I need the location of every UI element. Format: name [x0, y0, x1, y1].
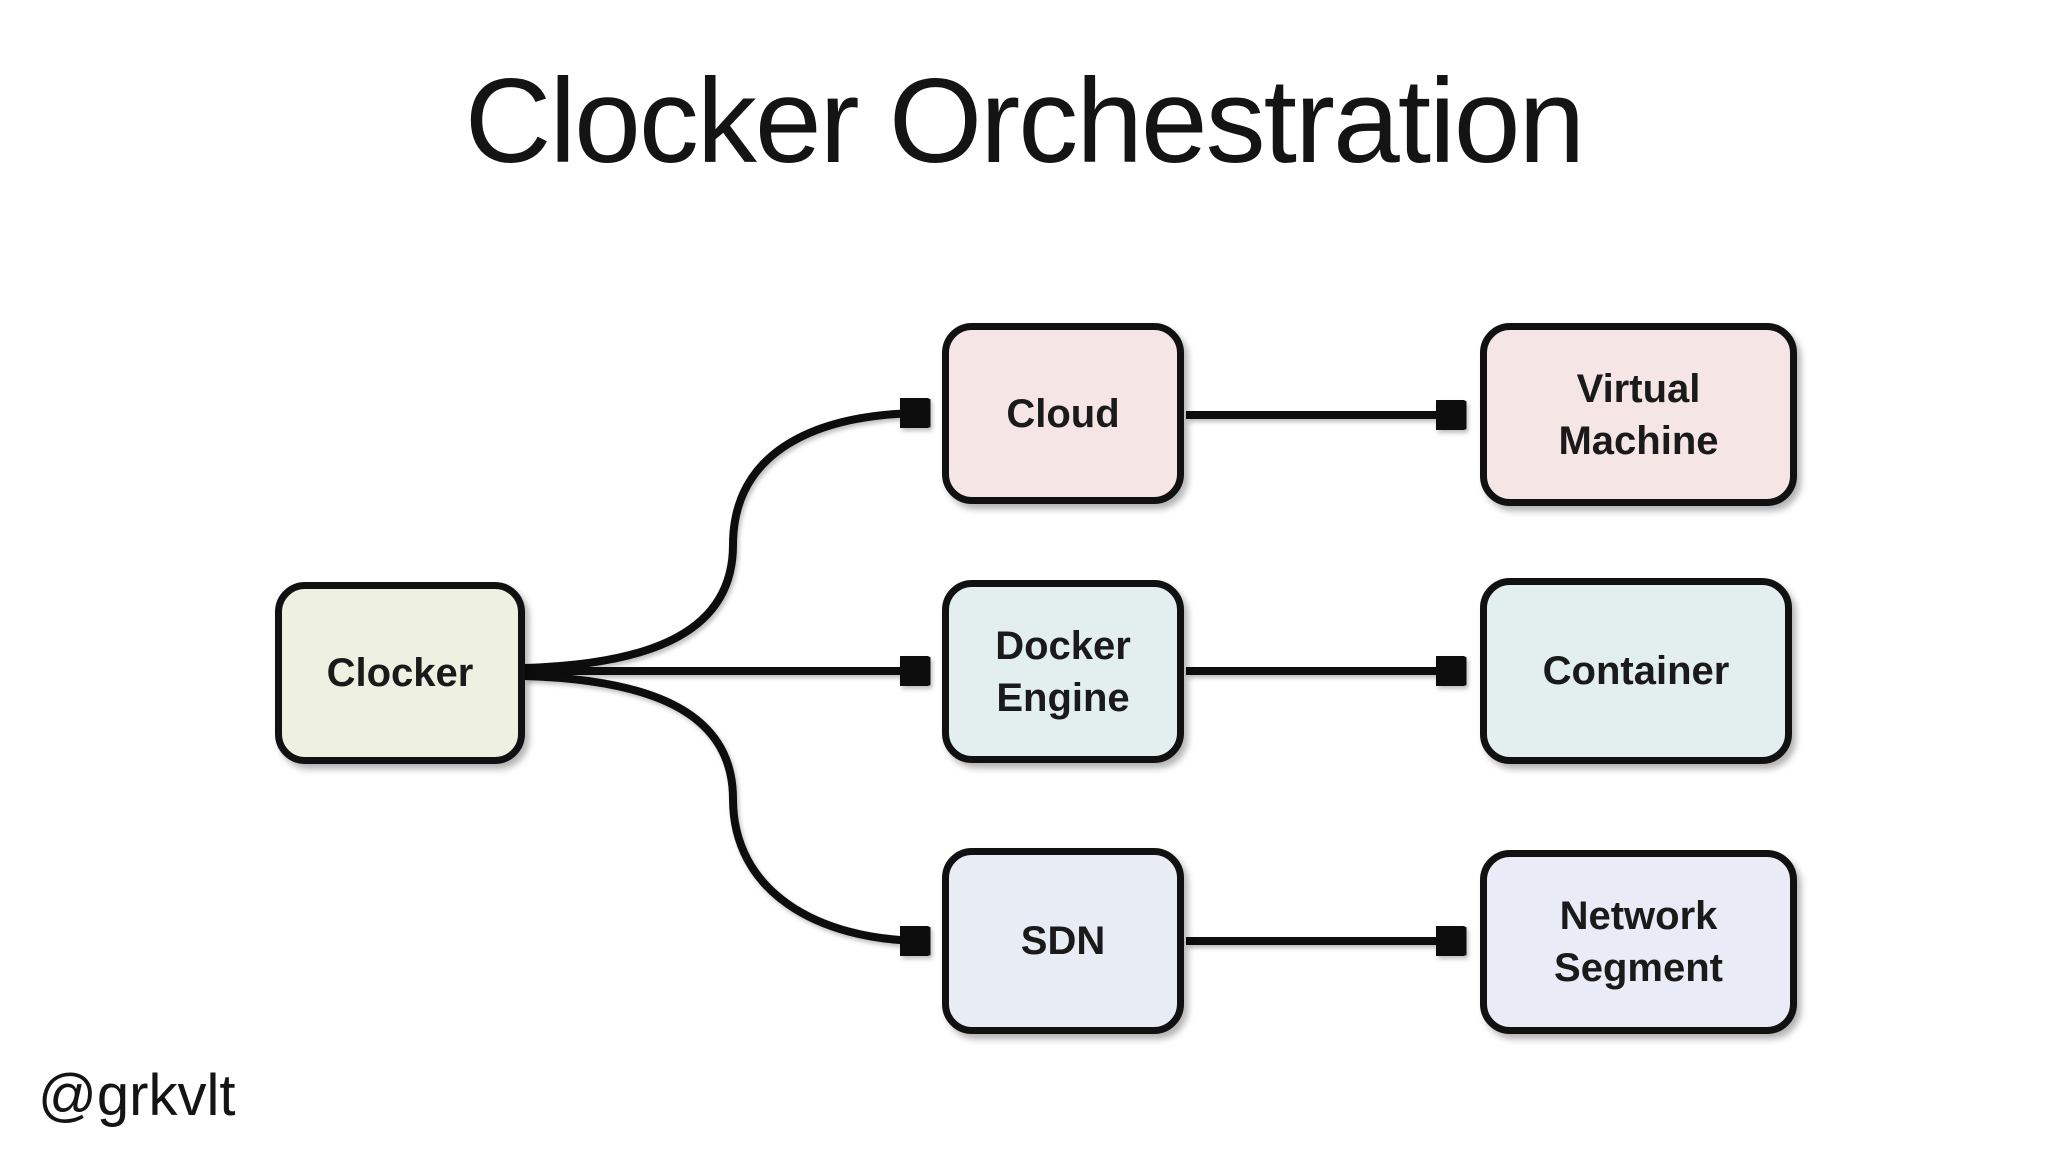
edge-clocker-cloud: [524, 413, 926, 672]
node-docker-engine: Docker Engine: [942, 580, 1184, 763]
node-virtual-machine: Virtual Machine: [1480, 323, 1797, 506]
edge-clocker-sdn: [524, 672, 926, 941]
author-handle: @grkvlt: [38, 1063, 236, 1128]
node-container: Container: [1480, 578, 1792, 764]
slide-title: Clocker Orchestration: [464, 54, 1585, 188]
node-network-segment: Network Segment: [1480, 850, 1797, 1034]
node-cloud: Cloud: [942, 323, 1184, 504]
node-clocker: Clocker: [275, 582, 525, 764]
node-sdn: SDN: [942, 848, 1184, 1034]
